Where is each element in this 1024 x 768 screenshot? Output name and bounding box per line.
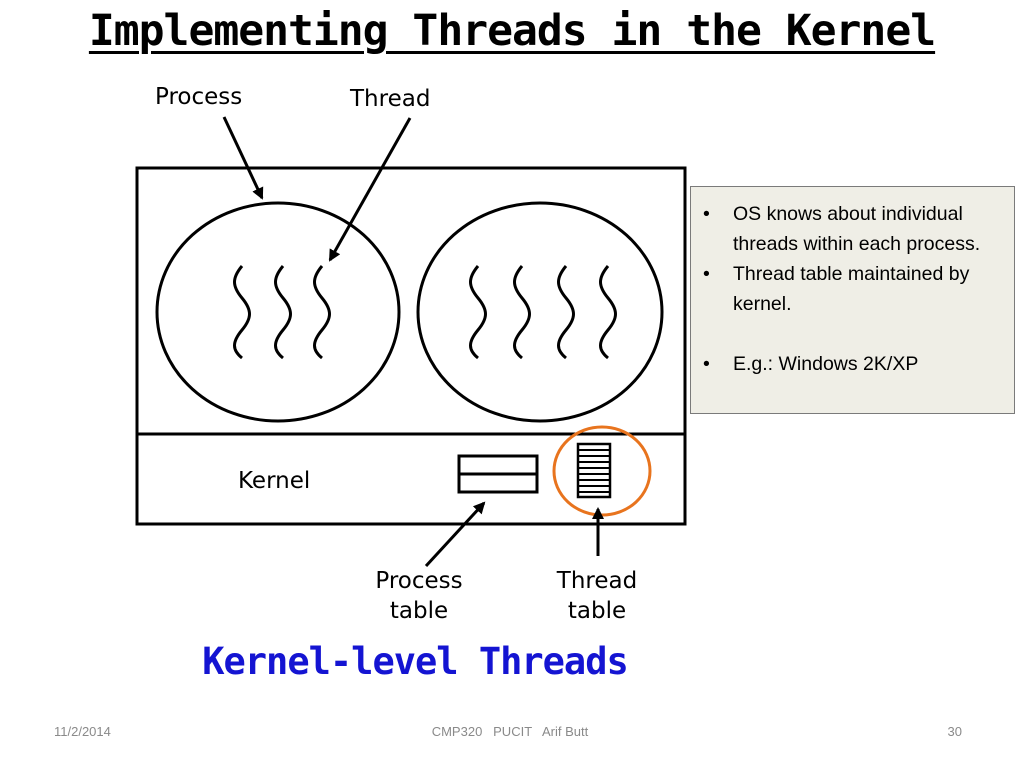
process-table-label-line2: table <box>390 598 448 624</box>
thread-table-label-line1: Thread <box>556 568 637 594</box>
thread-table-icon <box>576 442 612 499</box>
info-bullet: •E.g.: Windows 2K/XP <box>703 349 1006 379</box>
footer-date: 11/2/2014 <box>54 724 111 739</box>
process-ellipse <box>416 201 664 423</box>
bullet-icon: • <box>703 263 710 285</box>
kernel-label: Kernel <box>238 468 310 494</box>
footer-course-info: CMP320 PUCIT Arif Butt <box>431 724 589 739</box>
slide-title: Implementing Threads in the Kernel <box>0 0 1024 62</box>
thread-arrow <box>328 117 412 262</box>
thread-squiggle <box>599 265 617 360</box>
process-ellipse <box>155 201 401 423</box>
thread-squiggle <box>469 265 487 360</box>
footer-page-number: 30 <box>947 724 962 739</box>
thread-squiggle <box>274 265 292 360</box>
bullet-icon: • <box>703 203 710 225</box>
process-table-arrow <box>424 501 486 568</box>
process-arrow <box>222 116 264 200</box>
info-box: •OS knows about individual threads withi… <box>690 186 1015 414</box>
bullet-icon: • <box>703 353 710 375</box>
process-label: Process <box>155 84 242 110</box>
system-box <box>135 166 687 526</box>
process-table-label-line1: Process <box>375 568 462 594</box>
info-bullet: •OS knows about individual threads withi… <box>703 199 1006 259</box>
thread-squiggle <box>513 265 531 360</box>
thread-label: Thread <box>349 86 430 112</box>
slide-title-text: Implementing Threads in the Kernel <box>88 6 936 56</box>
diagram-caption: Kernel-level Threads <box>202 640 629 683</box>
thread-table-label-line2: table <box>568 598 626 624</box>
thread-table-highlight-circle <box>552 425 652 517</box>
info-bullet: •Thread table maintained by kernel. <box>703 259 1006 319</box>
thread-squiggle <box>233 265 251 360</box>
info-bullet-list: •OS knows about individual threads withi… <box>703 199 1006 379</box>
thread-squiggle <box>313 265 331 360</box>
thread-squiggle <box>557 265 575 360</box>
